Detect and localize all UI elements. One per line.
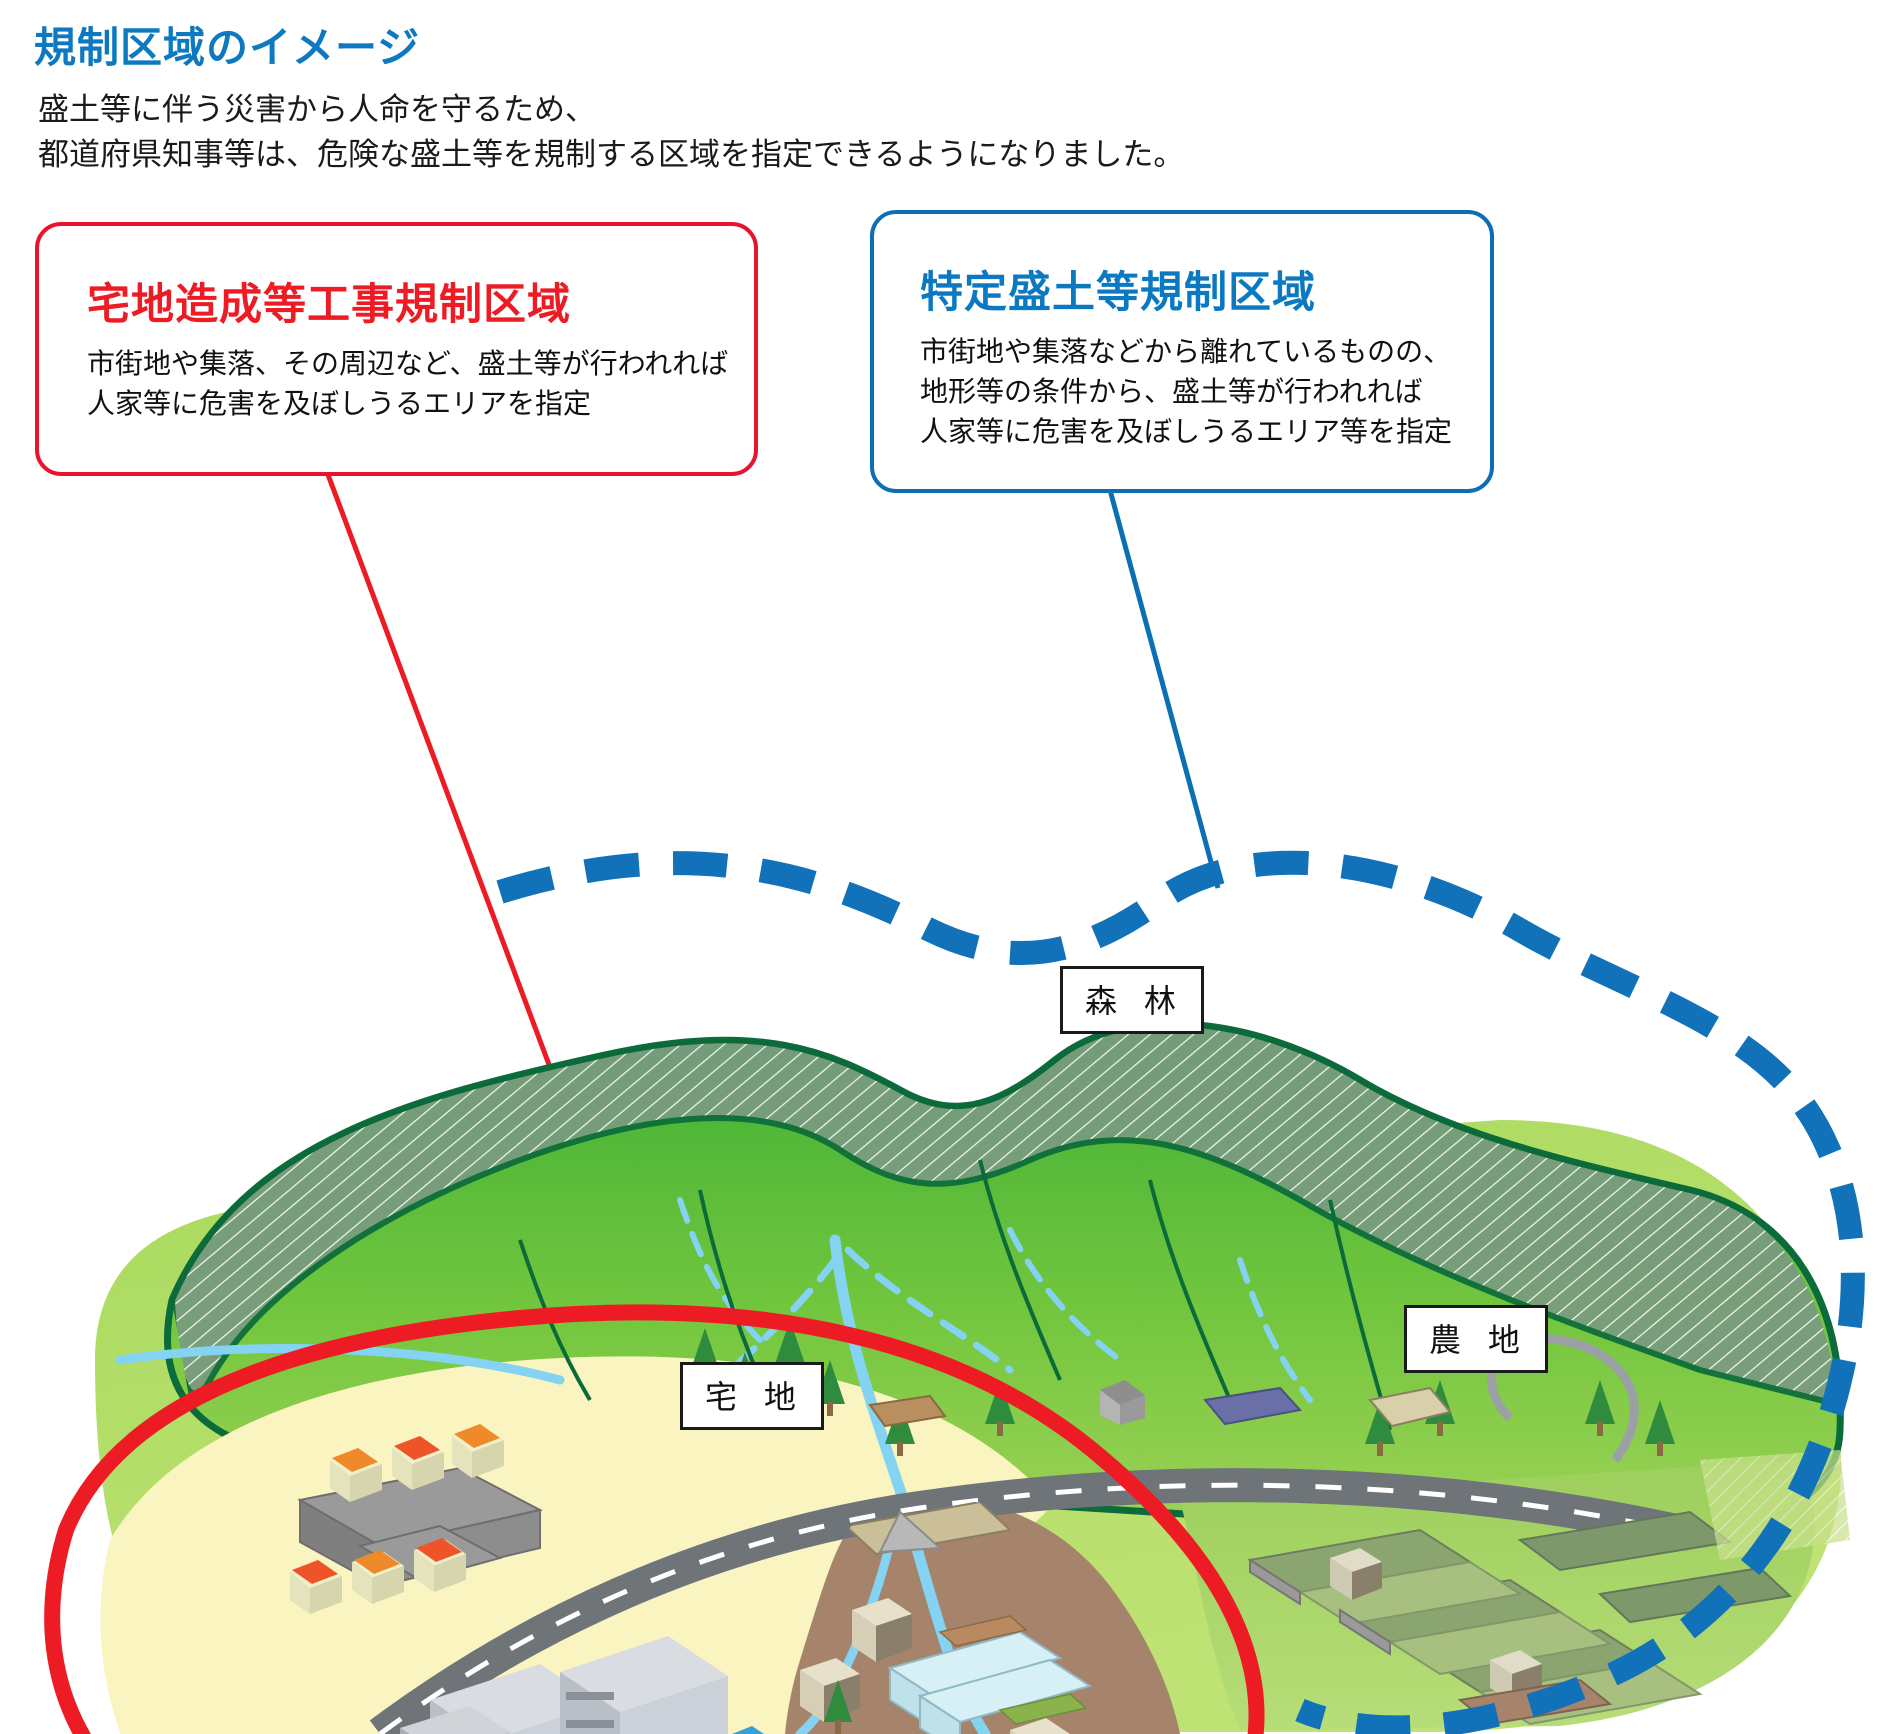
page-subtitle: 盛土等に伴う災害から人命を守るため、 都道府県知事等は、危険な盛土等を規制する区… [38,92,1185,172]
callout-tokutei-regulation-area: 特定盛土等規制区域 市街地や集落などから離れているものの、 地形等の条件から、盛… [870,210,1494,493]
mountain-farm-plot [868,1394,947,1428]
mountain-track [1487,1334,1639,1463]
river-tributary-3 [1237,1257,1313,1403]
farmland-trees [824,1680,852,1734]
roads [369,1334,1694,1734]
hatched-backslope [172,1023,1837,1409]
mountain-structures [868,1380,1452,1428]
callout-tokutei-heading: 特定盛土等規制区域 [920,269,1316,317]
river-branch-right [844,1246,1014,1374]
greenhouses [887,1630,1093,1734]
terrace-houses [1330,1548,1542,1702]
callout-tokutei-body: 市街地や集落などから離れているものの、 地形等の条件から、盛土等が行われれば 人… [920,336,1453,447]
mountain-hut-1 [1100,1380,1145,1425]
map-label-residential: 宅 地 [680,1362,824,1430]
farmland-contents [800,1500,1093,1734]
mountain-quarry [1368,1386,1452,1428]
regulation-area-map [44,850,1865,1734]
tower-block-1 [400,1706,510,1734]
takuchi-regulation-boundary [44,1304,1265,1734]
page-title: 規制区域のイメージ [34,24,421,71]
callout-takuchi-regulation-area: 宅地造成等工事規制区域 市街地や集落、その周辺など、盛土等が行われれば 人家等に… [35,222,758,476]
river-tributary-1 [677,1197,763,1343]
tokutei-regulation-boundary [496,850,1865,1734]
callout-takuchi-heading: 宅地造成等工事規制区域 [87,281,571,329]
map-label-forest: 森 林 [1060,966,1204,1034]
river-tributary-2 [1007,1227,1123,1363]
mountain-solar-field [1203,1386,1302,1426]
house-cluster-b [290,1538,466,1614]
callout-takuchi-body: 市街地や集落、その周辺など、盛土等が行われれば 人家等に危害を及ぼしうるエリアを… [87,348,729,419]
map-label-farmland: 農 地 [1404,1305,1548,1373]
terraced-farmland [1247,1450,1850,1726]
soil-stockpile [843,1500,1013,1556]
apartment-blocks [400,1636,728,1734]
house-cluster-a [330,1424,504,1502]
crop-plots [938,1615,1088,1725]
terrace-walls [1249,1558,1391,1656]
main-road [369,1468,1694,1734]
residential-buildings [290,1424,780,1734]
